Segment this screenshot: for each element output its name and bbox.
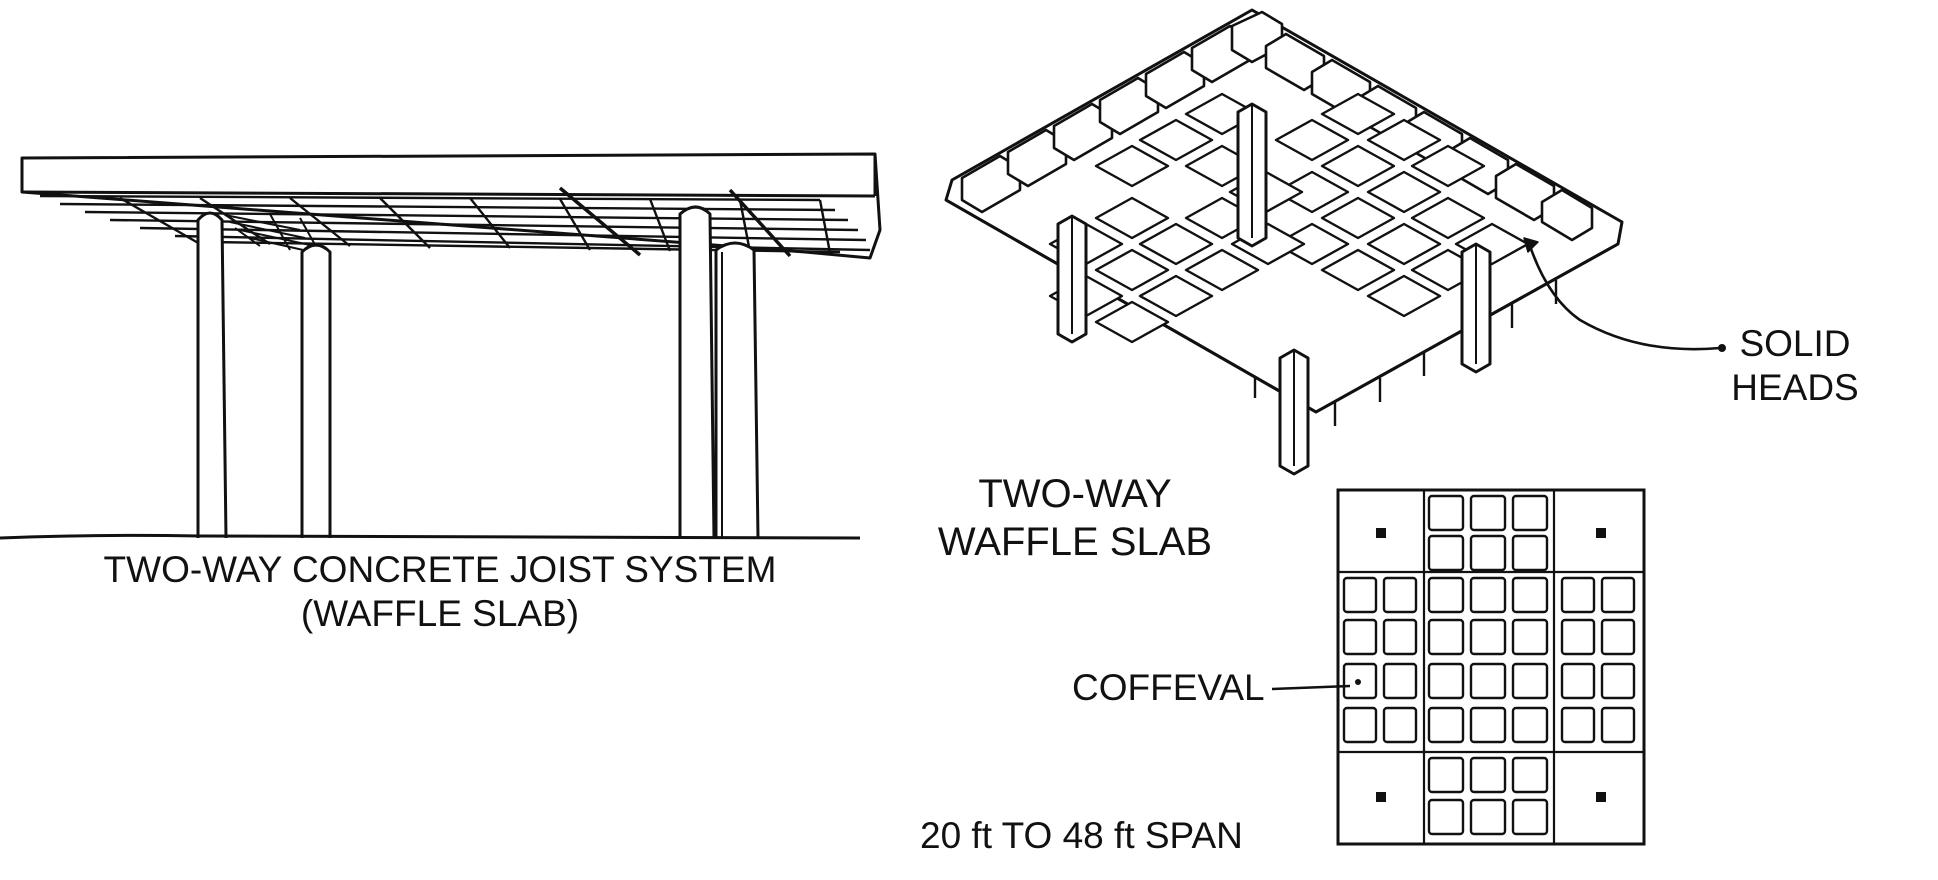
shadow-hatch — [224, 213, 319, 253]
columns — [196, 205, 760, 539]
solid-label-line1: SOLID — [1739, 323, 1851, 364]
waffle-slab-title: TWO-WAY WAFFLE SLAB — [925, 470, 1225, 566]
joist-grid — [39, 186, 871, 258]
waffle-title-line2: WAFFLE SLAB — [937, 520, 1213, 564]
joist-title-line2: (WAFFLE SLAB) — [300, 593, 580, 634]
coffeval-leader — [1271, 684, 1351, 691]
waffle-plan-view — [1271, 488, 1646, 846]
isometric-columns — [1056, 102, 1492, 476]
solid-heads-leader — [1528, 245, 1721, 351]
span-label: 20 ft TO 48 ft SPAN — [920, 815, 1243, 856]
joist-system-title: TWO-WAY CONCRETE JOIST SYSTEM (WAFFLE SL… — [90, 548, 790, 636]
waffle-slab-isometric — [944, 8, 1726, 476]
joist-title-line1: TWO-WAY CONCRETE JOIST SYSTEM — [103, 549, 777, 590]
waffle-title-line1: TWO-WAY — [978, 472, 1172, 516]
ground-line — [0, 533, 861, 540]
joist-system-illustration — [0, 152, 882, 540]
plan-column-marks — [1376, 528, 1606, 802]
solid-label-line2: HEADS — [1731, 367, 1859, 408]
solid-heads-label: SOLID HEADS — [1720, 322, 1870, 410]
plan-coffers — [1342, 494, 1636, 836]
edge-coffers — [960, 10, 1594, 242]
coffeval-label: COFFEVAL — [1072, 667, 1265, 708]
